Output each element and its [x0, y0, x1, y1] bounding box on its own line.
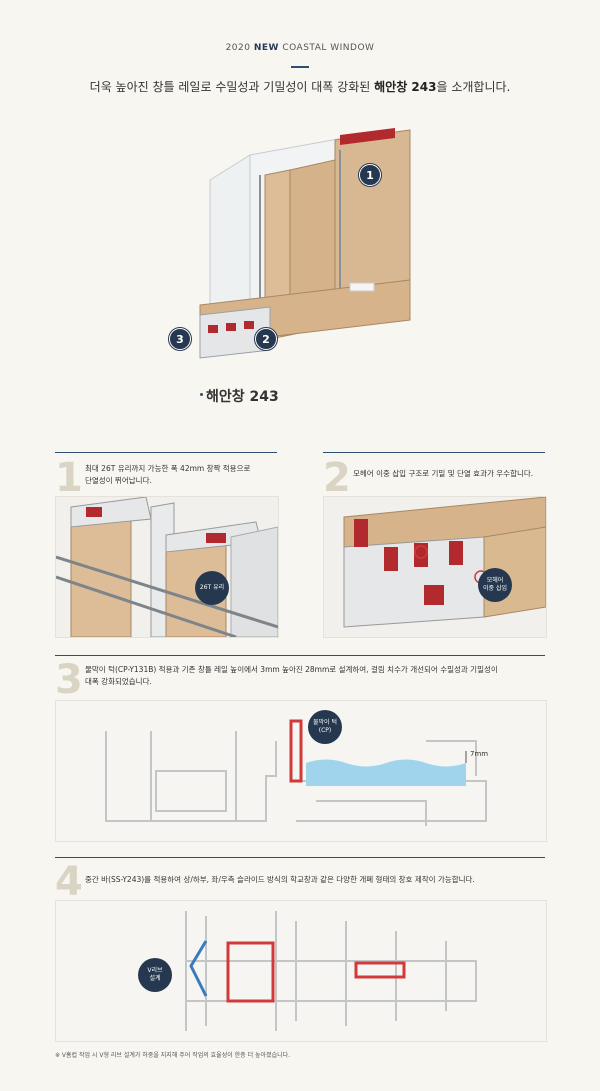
section-2-text: 모헤어 이중 삽입 구조로 기밀 및 단열 효과가 우수합니다.	[353, 469, 534, 478]
section-1-text-line1: 최대 26T 유리까지 가능한 폭 42mm 창짝 적용으로	[85, 464, 251, 473]
red-1	[354, 519, 368, 547]
profile-box-left	[155, 770, 227, 812]
profile-outline-bottom	[316, 800, 427, 826]
section-1-image	[55, 496, 279, 638]
section-3-line	[55, 655, 545, 656]
red-4	[449, 541, 463, 565]
profile-red-1	[208, 325, 218, 333]
profile-outline-left	[105, 731, 277, 822]
header-divider	[291, 66, 309, 68]
section-3-text-line1: 물막이 턱(CP-Y131B) 적용과 기존 창틀 레일 높이에서 3mm 높아…	[85, 665, 498, 674]
header-label: 2020 NEW COASTAL WINDOW	[0, 43, 600, 53]
section-1-illustration	[56, 497, 278, 637]
profile-red-2	[226, 323, 236, 331]
red-2	[384, 547, 398, 571]
section-4-image	[55, 900, 547, 1042]
frame-red-top	[340, 128, 395, 145]
section-4-number: 4	[55, 859, 83, 905]
section-1-text-line2: 단열성이 뛰어납니다.	[85, 476, 152, 485]
profile-outline-right	[426, 740, 477, 776]
section-3-text: 물막이 턱(CP-Y131B) 적용과 기존 창틀 레일 높이에서 3mm 높아…	[85, 664, 545, 688]
rod-1	[56, 555, 278, 629]
section-4-illustration	[56, 901, 546, 1041]
section-3-text-line2: 대폭 강화되었습니다.	[85, 677, 152, 686]
section-3-callout: 물막이 턱 (CP)	[308, 710, 342, 744]
header-new: NEW	[253, 43, 279, 53]
profile-left-red	[86, 507, 102, 517]
section-2-callout-line2: 이중 삽입	[483, 585, 507, 592]
profile-right-red	[206, 533, 226, 543]
profile-red-3	[244, 321, 254, 329]
red-5	[424, 585, 444, 605]
hero-badge-2: 2	[255, 328, 277, 350]
header-subtitle: COASTAL WINDOW	[282, 43, 375, 53]
section-2-image	[323, 496, 547, 638]
section-2-callout-line1: 모헤어	[486, 577, 504, 584]
section-3-callout-line2: (CP)	[318, 727, 332, 734]
section-4-callout: V리브 설계	[138, 958, 172, 992]
intro-text: 더욱 높아진 창틀 레일로 수밀성과 기밀성이 대폭 강화된 해안창 243을 …	[0, 78, 600, 95]
header-year: 2020	[225, 43, 251, 53]
section-3-dimension: 7mm	[470, 750, 489, 758]
rod-2	[56, 575, 237, 637]
section-4-callout-line2: 설계	[149, 975, 161, 982]
red-frame-small	[354, 961, 406, 979]
section-4-line	[55, 857, 545, 858]
profile-right-glass	[230, 526, 278, 637]
footnote: ※ V홈컵 작업 시 V형 리브 설계가 하중을 지지해 주어 작업의 효율성이…	[55, 1052, 291, 1059]
hero-badge-1: 1	[359, 164, 381, 186]
section-2-number: 2	[323, 455, 351, 501]
section-3-illustration	[56, 701, 546, 841]
bottom-rail-profile	[199, 306, 271, 359]
section-2-illustration	[324, 497, 546, 637]
intro-after: 을 소개합니다.	[436, 80, 511, 94]
v-rib-blue	[189, 940, 208, 997]
section-2-callout: 모헤어 이중 삽입	[478, 568, 512, 602]
section-2-line	[323, 452, 545, 453]
red-3	[414, 543, 428, 567]
section-1-line	[55, 452, 277, 453]
hero-badge-3: 3	[169, 328, 191, 350]
product-bullet	[200, 393, 203, 396]
section-1-text: 최대 26T 유리까지 가능한 폭 42mm 창짝 적용으로 단열성이 뛰어납니…	[85, 463, 275, 487]
section-3-number: 3	[55, 657, 83, 703]
mohair-circle-1	[414, 545, 428, 559]
intro-bold: 해안창 243	[374, 80, 437, 94]
outline-rail	[186, 960, 477, 1002]
section-1-number: 1	[55, 455, 83, 501]
frame-wood-right	[334, 129, 411, 306]
water-barrier-red	[289, 719, 303, 783]
intro-before: 더욱 높아진 창틀 레일로 수밀성과 기밀성이 대폭 강화된	[89, 80, 375, 94]
hero-window-illustration	[199, 128, 411, 359]
section-4-callout-line1: V리브	[147, 967, 163, 974]
section-3-image	[55, 700, 547, 842]
profile-left-wood	[70, 511, 132, 637]
section-4-text: 중간 바(SS-Y243)를 적용하여 상/하부, 좌/우측 슬라이드 방식의 …	[85, 875, 475, 884]
water	[306, 759, 466, 786]
red-frame-large	[226, 941, 275, 1003]
section-1-callout: 26T 유리	[195, 571, 229, 605]
section-3-callout-line1: 물막이 턱	[313, 719, 337, 726]
product-name: 해안창 243	[206, 389, 279, 405]
rail-insert	[349, 282, 375, 292]
